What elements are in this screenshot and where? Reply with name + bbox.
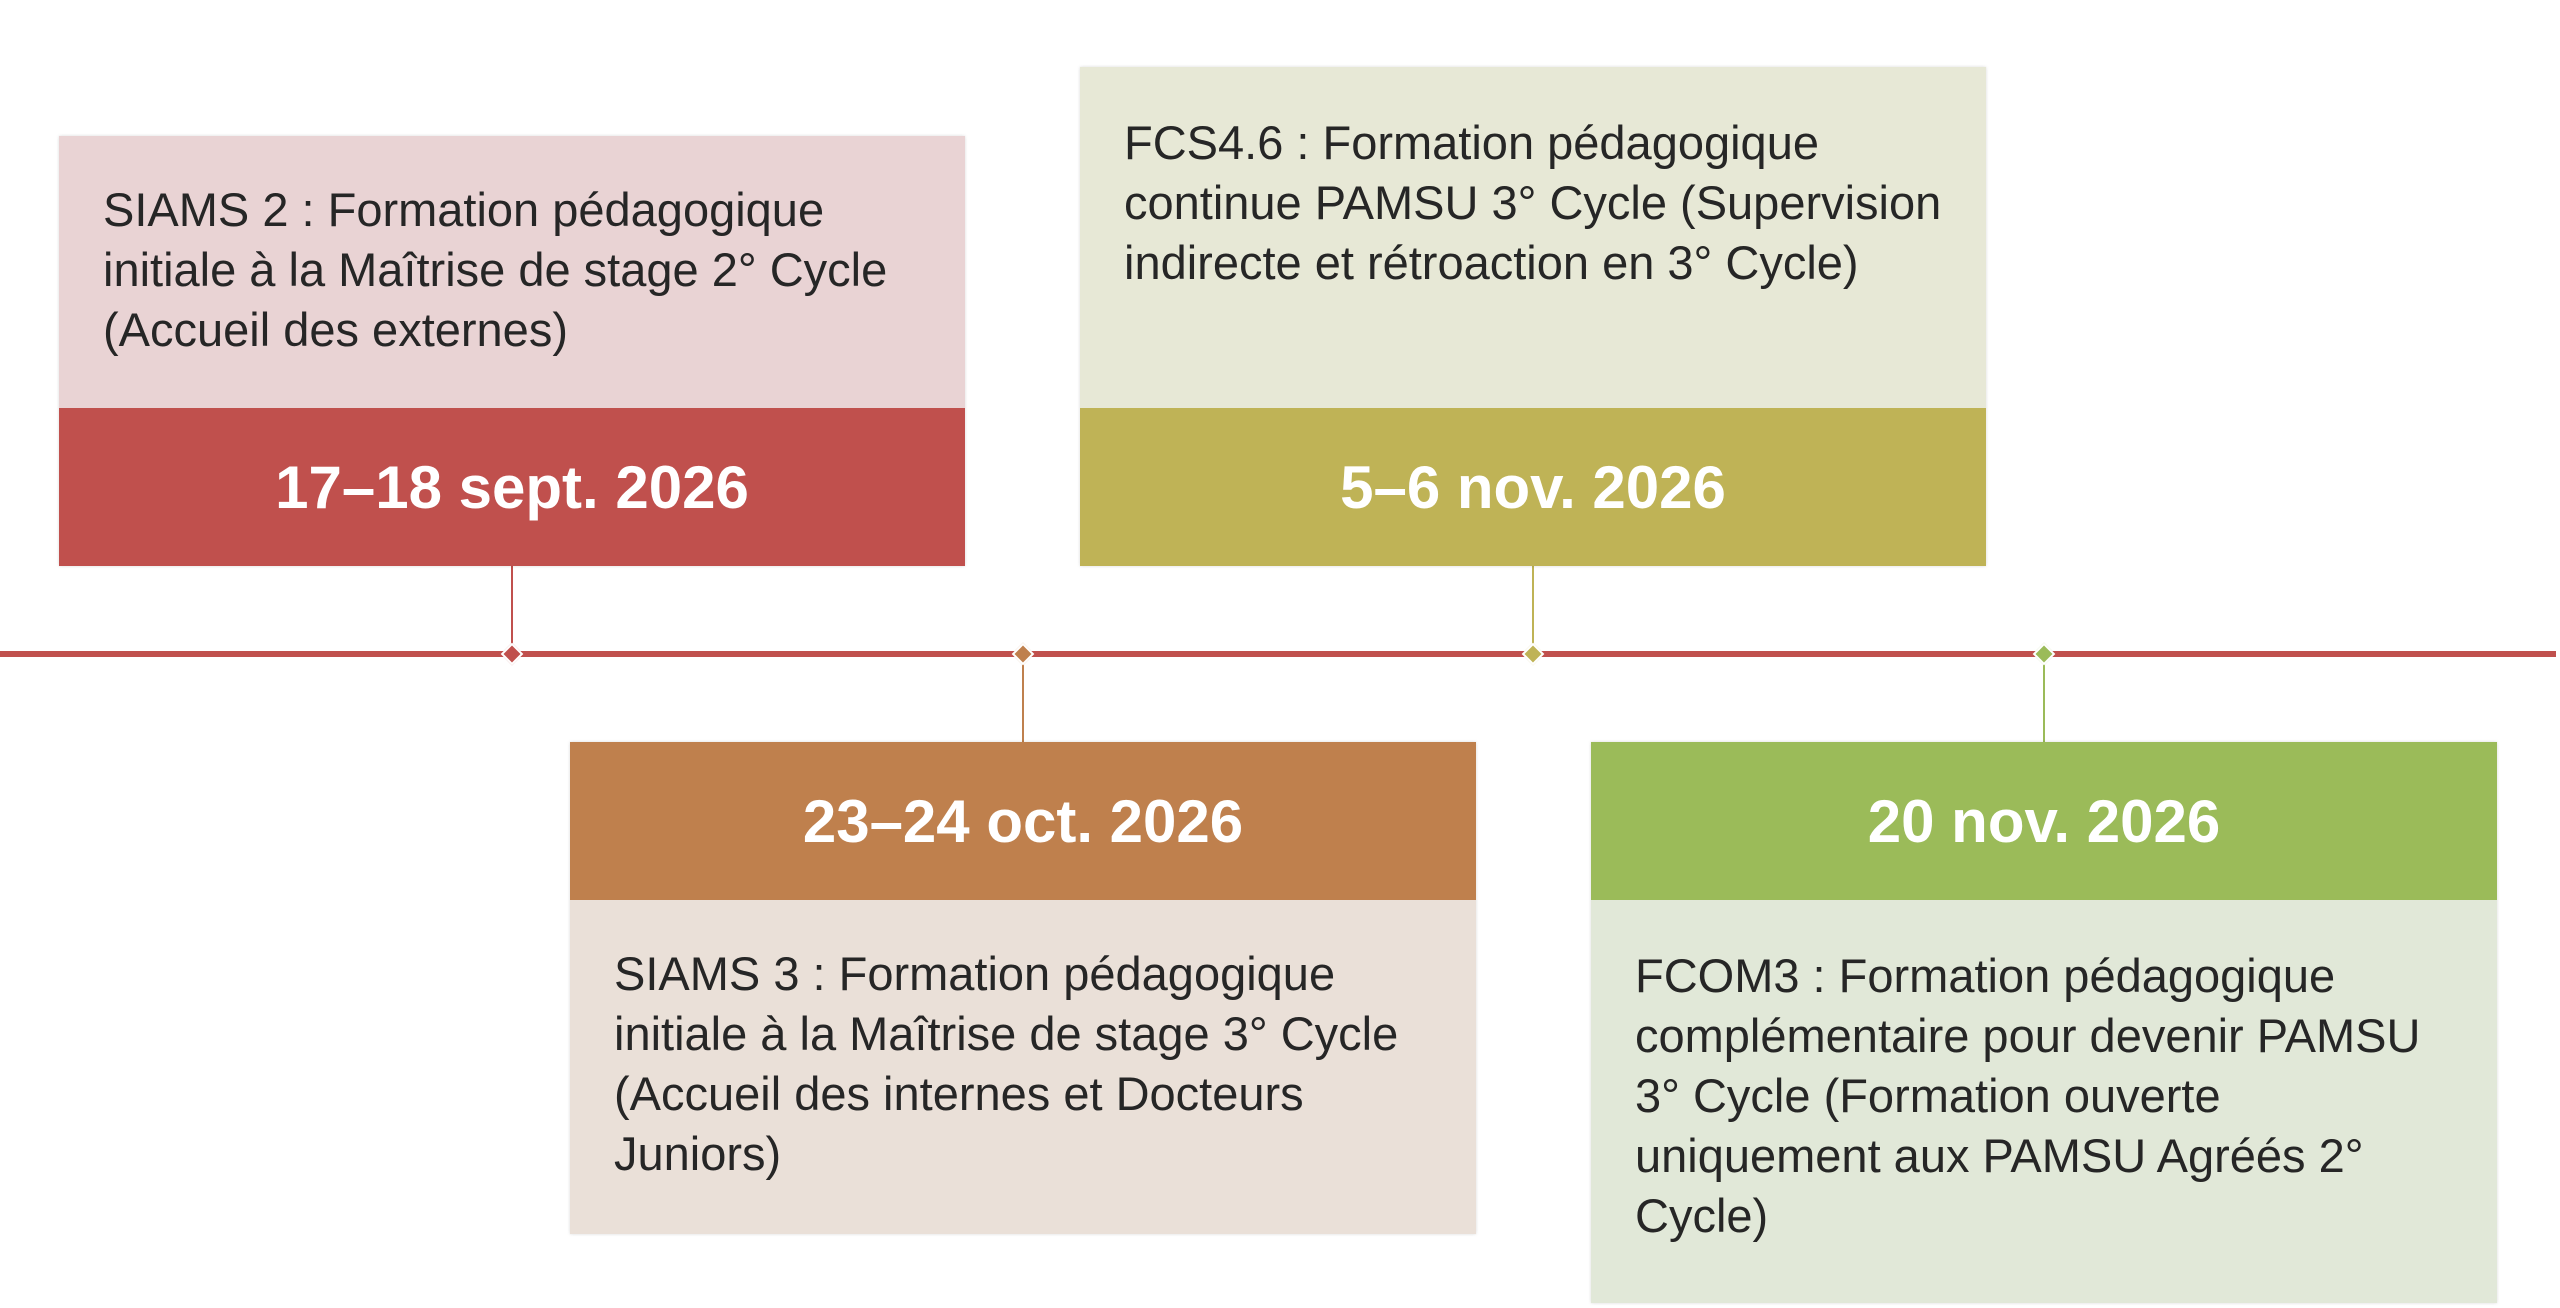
connector-line-3 [1532,566,1534,654]
event-description: FCS4.6 : Formation pédagogique continue … [1080,67,1986,408]
event-description: SIAMS 3 : Formation pédagogique initiale… [570,900,1476,1234]
event-card-1: SIAMS 2 : Formation pédagogique initiale… [59,136,965,566]
event-date: 23–24 oct. 2026 [570,742,1476,900]
event-card-3: FCS4.6 : Formation pédagogique continue … [1080,67,1986,566]
connector-line-1 [511,566,513,654]
timeline-marker-2 [1011,642,1035,666]
timeline-axis [0,651,2556,657]
event-card-2: 23–24 oct. 2026 SIAMS 3 : Formation péda… [570,742,1476,1234]
event-date: 17–18 sept. 2026 [59,408,965,566]
event-date: 20 nov. 2026 [1591,742,2497,900]
timeline-marker-4 [2032,642,2056,666]
connector-line-4 [2043,654,2045,742]
timeline-marker-1 [500,642,524,666]
event-date: 5–6 nov. 2026 [1080,408,1986,566]
event-description: FCOM3 : Formation pédagogique complément… [1591,900,2497,1303]
event-description: SIAMS 2 : Formation pédagogique initiale… [59,136,965,408]
timeline-marker-3 [1521,642,1545,666]
connector-line-2 [1022,654,1024,742]
event-card-4: 20 nov. 2026 FCOM3 : Formation pédagogiq… [1591,742,2497,1303]
